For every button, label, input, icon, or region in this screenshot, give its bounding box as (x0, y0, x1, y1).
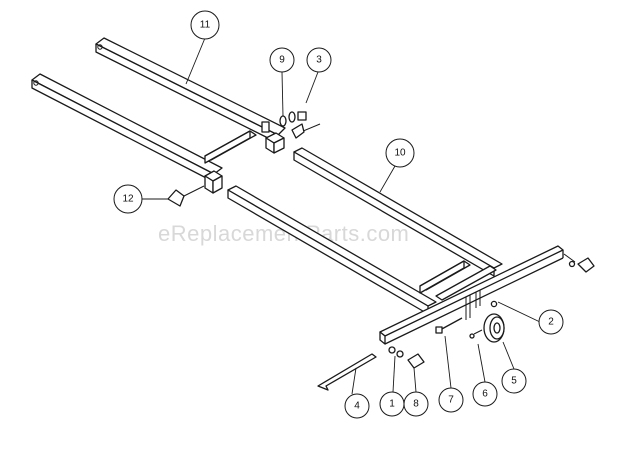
star-knob (291, 123, 305, 139)
pin-6 (473, 329, 483, 335)
leader-1 (392, 355, 396, 393)
callout-circle (306, 47, 332, 73)
callout-label: 7 (448, 395, 454, 406)
star-knob-8 (407, 353, 425, 369)
knob-12-stem (183, 185, 205, 197)
callout-10: 10 (385, 138, 415, 168)
callout-label: 4 (354, 401, 360, 412)
upper-frame (31, 37, 286, 194)
leader-11 (185, 37, 206, 85)
rail-hole (33, 80, 39, 86)
callout-circle (385, 138, 415, 168)
leader-4 (351, 367, 357, 395)
pin-6-head (469, 333, 475, 339)
axle-tube-bottom (384, 257, 564, 345)
callout-8: 8 (403, 391, 429, 417)
callout-12: 12 (113, 184, 143, 214)
callout-circle (190, 10, 220, 40)
nut (297, 111, 307, 121)
leader-6 (477, 343, 486, 383)
bolt-right (563, 253, 576, 263)
callout-label: 5 (511, 376, 517, 387)
washer (279, 115, 287, 127)
callout-6: 6 (472, 381, 498, 407)
callout-label: 9 (279, 55, 285, 66)
leader-lines (142, 37, 541, 395)
leader-7 (444, 335, 452, 389)
washer-right (568, 260, 576, 268)
lower-front-rail (227, 185, 437, 307)
axle-tube (379, 245, 564, 345)
bolt-7 (439, 317, 463, 331)
callout-label: 12 (122, 194, 134, 205)
leader-10 (379, 165, 396, 193)
lower-back-rail-side (293, 151, 495, 277)
washer-2 (490, 300, 498, 308)
rail-hole (97, 44, 103, 50)
callout-circle (438, 387, 464, 413)
callout-circle (538, 309, 564, 335)
callout-label: 1 (389, 399, 395, 410)
callout-circle (113, 184, 143, 214)
upper-end-block-face (212, 175, 223, 194)
callout-1: 1 (379, 391, 405, 417)
callout-2: 2 (538, 309, 564, 335)
callout-label: 11 (200, 20, 211, 31)
callout-4: 4 (344, 393, 370, 419)
callout-label: 3 (316, 55, 322, 66)
leader-5 (502, 341, 515, 370)
leader-9 (281, 71, 284, 117)
callout-circle (269, 47, 295, 73)
lower-cross-member-2 (435, 265, 497, 301)
callout-circle (501, 368, 527, 394)
callout-label: 6 (482, 389, 488, 400)
callout-9: 9 (269, 47, 295, 73)
lower-cross-member-1-side (419, 260, 465, 294)
callout-circle (344, 393, 370, 419)
washer (288, 111, 296, 123)
callout-circle (472, 381, 498, 407)
star-knob-right (577, 257, 595, 273)
callout-label: 2 (548, 317, 554, 328)
callout-circle (379, 391, 405, 417)
leader-3 (305, 71, 319, 104)
washer-1 (388, 346, 396, 354)
callout-label: 8 (413, 399, 419, 410)
leader-8 (413, 367, 417, 393)
handle-rod (317, 353, 377, 391)
callout-3: 3 (306, 47, 332, 73)
upper-back-block-face (273, 137, 285, 154)
callout-11: 11 (190, 10, 220, 40)
upper-cross-member-side (204, 130, 251, 164)
upper-bracket (261, 121, 270, 133)
bolt-7-head (435, 326, 443, 334)
leader-2 (497, 301, 541, 323)
washer-1b (396, 350, 404, 358)
hardware-upper (279, 111, 321, 139)
callout-label: 10 (394, 148, 406, 159)
wheel-hub (493, 322, 501, 334)
star-knob-12 (167, 189, 185, 207)
caster-wheel (483, 313, 505, 343)
callout-5: 5 (501, 368, 527, 394)
callout-7: 7 (438, 387, 464, 413)
